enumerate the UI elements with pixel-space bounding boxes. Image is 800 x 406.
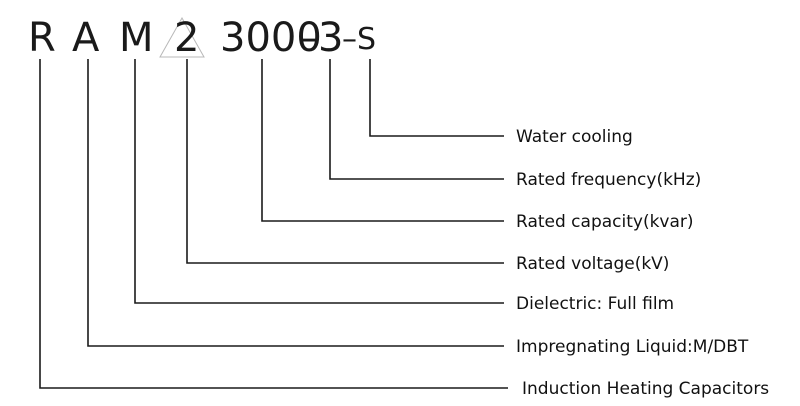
code-char-a: A: [72, 15, 100, 61]
label-impregnating-liquid: Impregnating Liquid:M/DBT: [516, 337, 749, 357]
code-char-dash-s: –S: [342, 22, 376, 57]
leader-rated-capacity: [261, 59, 504, 222]
leader-rated-frequency: [329, 59, 504, 180]
leader-dielectric: [134, 59, 504, 304]
label-dielectric: Dielectric: Full film: [516, 294, 674, 314]
leader-product-name: [39, 59, 508, 389]
voltage-triangle-marker: [159, 16, 205, 58]
label-product-name: Induction Heating Capacitors: [522, 379, 769, 399]
label-rated-frequency: Rated frequency(kHz): [516, 170, 701, 190]
leader-rated-voltage: [186, 59, 504, 264]
leader-water-cooling: [369, 59, 504, 137]
leader-impregnating-liquid: [87, 59, 504, 347]
code-char-3000: 3000: [220, 15, 322, 61]
code-char-dash-3: –3: [298, 15, 343, 61]
code-char-r: R: [28, 15, 56, 61]
code-char-2: 2: [174, 15, 199, 61]
label-water-cooling: Water cooling: [516, 127, 633, 147]
label-rated-voltage: Rated voltage(kV): [516, 254, 669, 274]
label-rated-capacity: Rated capacity(kvar): [516, 212, 694, 232]
code-char-m: M: [119, 15, 154, 61]
